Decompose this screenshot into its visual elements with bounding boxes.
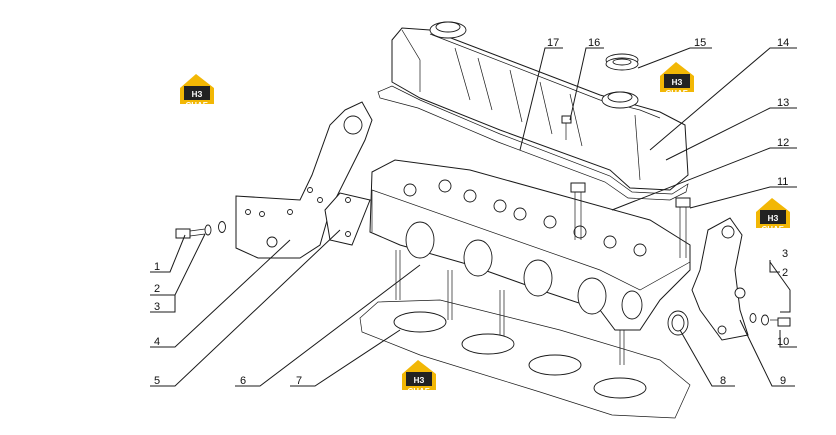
- front-bolt-set: [175, 221, 226, 239]
- watermark-logo-3: НЗ СНАБ: [756, 198, 790, 234]
- callout-12: 12: [777, 137, 789, 149]
- callout-2: 2: [154, 283, 160, 295]
- callout-4: 4: [154, 336, 160, 348]
- cylinder-head: [369, 159, 691, 331]
- callout-13: 13: [777, 97, 789, 109]
- watermark-brand-sub: СНАБ: [185, 101, 208, 110]
- callout-3: 3: [154, 301, 160, 313]
- watermark-brand-sub: СНАБ: [407, 387, 430, 396]
- watermark-brand-sub: СНАБ: [761, 225, 784, 234]
- watermark-logo-2: НЗ СНАБ: [660, 62, 694, 98]
- callout-7: 7: [296, 375, 302, 387]
- callout-9: 9: [780, 375, 786, 387]
- callout-1: 1: [154, 261, 160, 273]
- head-studs: [395, 250, 625, 365]
- watermark-brand-mark: НЗ: [672, 78, 683, 87]
- callout-2-rear: 2: [782, 267, 788, 279]
- callout-11: 11: [777, 176, 788, 188]
- callout-labels: 1 2 3 4 5 6 7 8 9 10 11 12 13 14 15 16 1…: [154, 37, 789, 387]
- lifting-bracket-front: [235, 101, 373, 259]
- callout-15: 15: [694, 37, 706, 49]
- watermark-brand-mark: НЗ: [768, 214, 779, 223]
- rear-bolt-set: [749, 313, 791, 327]
- lifting-bracket-rear: [691, 217, 749, 341]
- valve-cover: [391, 21, 689, 191]
- callout-16: 16: [588, 37, 600, 49]
- callout-14: 14: [777, 37, 789, 49]
- head-gasket: [359, 299, 691, 419]
- watermark-logo-4: НЗ СНАБ: [402, 360, 436, 396]
- watermark-logo-1: НЗ СНАБ: [180, 74, 214, 110]
- valve-cover-gasket: [377, 85, 689, 201]
- callout-17: 17: [547, 37, 559, 49]
- seal-ring: [667, 310, 689, 336]
- watermark-brand-mark: НЗ: [192, 90, 203, 99]
- callout-6: 6: [240, 375, 246, 387]
- watermark-brand-mark: НЗ: [414, 376, 425, 385]
- callout-3-rear: 3: [782, 248, 788, 260]
- callout-8: 8: [720, 375, 726, 387]
- callout-10: 10: [777, 336, 789, 348]
- bracket-plate: [324, 192, 371, 246]
- leader-lines: [150, 47, 797, 387]
- oil-filler-seal: [605, 53, 639, 71]
- callout-5: 5: [154, 375, 160, 387]
- watermark-brand-sub: СНАБ: [665, 89, 688, 98]
- head-bolts: [561, 115, 691, 258]
